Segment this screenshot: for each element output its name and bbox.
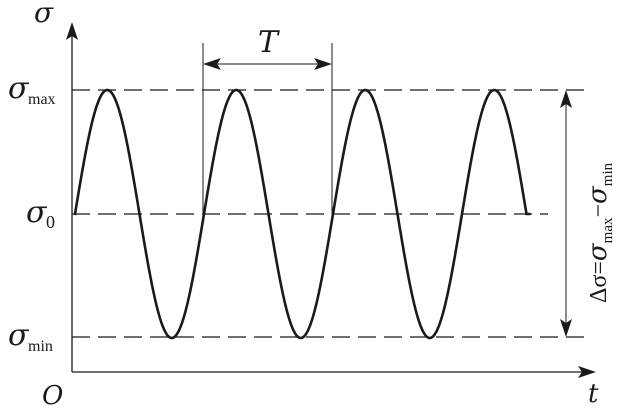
level-label-max-subscript: max bbox=[28, 91, 56, 108]
y-axis-arrowhead bbox=[66, 22, 78, 40]
level-label-mean-subscript: 0 bbox=[46, 212, 55, 232]
range-delta: Δσ bbox=[586, 275, 612, 303]
period-marker: T bbox=[202, 25, 333, 214]
level-label-max-symbol: σ bbox=[8, 71, 30, 106]
level-label-min-symbol: σ bbox=[8, 318, 30, 353]
stress-wave bbox=[73, 88, 531, 340]
range-arrowhead-bottom bbox=[560, 319, 572, 337]
level-label-min: σ min bbox=[8, 318, 53, 355]
range-marker: Δσ=σmax−σmin bbox=[560, 90, 616, 337]
level-label-min-subscript: min bbox=[28, 338, 53, 355]
range-max-subscript: max bbox=[600, 217, 616, 243]
range-max-symbol: σ bbox=[583, 242, 613, 261]
period-arrowhead-right bbox=[314, 58, 332, 70]
x-axis-arrowhead bbox=[578, 366, 596, 378]
period-label: T bbox=[258, 25, 280, 60]
range-arrowhead-top bbox=[560, 90, 572, 108]
level-label-mean: σ 0 bbox=[26, 195, 55, 232]
range-minus: − bbox=[586, 204, 612, 218]
range-equals: = bbox=[586, 261, 612, 275]
x-axis: t bbox=[72, 366, 599, 409]
range-min-symbol: σ bbox=[583, 185, 613, 204]
level-label-max: σ max bbox=[8, 71, 56, 108]
y-axis-label: σ bbox=[34, 0, 54, 29]
period-arrowhead-left bbox=[203, 58, 221, 70]
x-axis-label: t bbox=[588, 379, 599, 409]
range-label: Δσ=σmax−σmin bbox=[583, 162, 616, 303]
origin-label: O bbox=[42, 381, 63, 411]
y-axis: σ bbox=[34, 0, 78, 372]
level-label-mean-symbol: σ bbox=[26, 195, 48, 230]
range-min-subscript: min bbox=[600, 162, 616, 186]
